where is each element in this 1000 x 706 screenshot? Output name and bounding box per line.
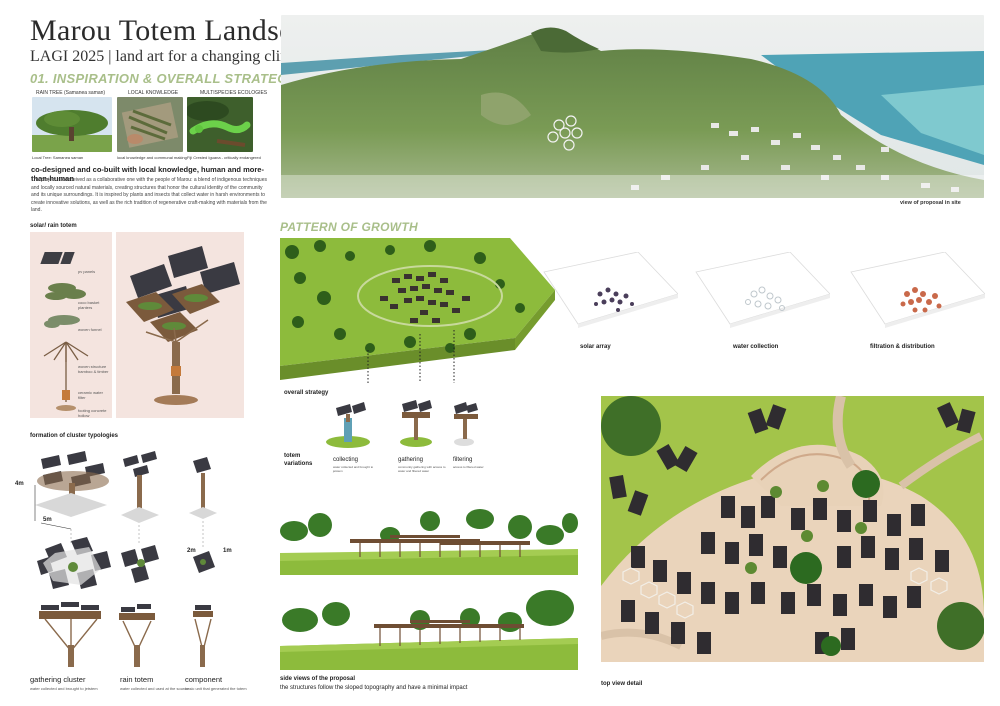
totem-part-6: footing concrete hollow bbox=[78, 408, 107, 418]
dimension-component-width: 2m bbox=[187, 548, 196, 554]
rain-tree-photo bbox=[32, 97, 112, 152]
totem-variations-label: totem variations bbox=[284, 453, 313, 467]
section-title-inspiration: 01. INSPIRATION & OVERALL STRATEGY bbox=[30, 71, 297, 86]
diagram-label-solar: solar array bbox=[580, 344, 611, 350]
page-subtitle: LAGI 2025 | land art for a changing clim… bbox=[30, 48, 312, 65]
site-aerial-photo bbox=[281, 15, 984, 198]
top-view-caption: top view detail bbox=[601, 681, 643, 687]
variation-label-filtering: filtering bbox=[453, 457, 473, 463]
side-view-2 bbox=[280, 590, 578, 670]
dimension-component-height: 1m bbox=[223, 548, 232, 554]
overall-strategy-render bbox=[280, 238, 555, 383]
inspiration-heading: co-designed and co-built with local know… bbox=[31, 165, 264, 183]
site-caption: view of proposal in site bbox=[900, 200, 961, 206]
totem-part-1: pv panels bbox=[78, 269, 96, 274]
inspiration-caption-3: Fiji Crested Iguana - critically endange… bbox=[187, 155, 261, 160]
totem-exploded-diagram: pv panels coco basket planters woven fun… bbox=[30, 232, 112, 418]
dimension-width: 5m bbox=[43, 517, 52, 523]
water-collection-diagram bbox=[690, 252, 830, 334]
filtration-diagram bbox=[845, 252, 985, 334]
cluster-title: formation of cluster typologies bbox=[30, 433, 119, 439]
variation-caption-gathering: community gathering with access to water… bbox=[398, 465, 446, 473]
variation-label-collecting: collecting bbox=[333, 457, 359, 463]
variation-caption-collecting: water collected and brought to jetstem bbox=[333, 465, 374, 473]
variation-caption-filtering: access to filtered water bbox=[453, 465, 484, 469]
inspiration-heading-1: RAIN TREE (Samanea saman) bbox=[36, 90, 106, 96]
variation-label-gathering: gathering bbox=[398, 457, 424, 463]
inspiration-caption-1: Local Tree: Samanea saman bbox=[32, 155, 84, 160]
cluster-label-gathering: gathering cluster bbox=[30, 675, 86, 684]
cluster-caption-component: basic unit that generated the totem bbox=[185, 686, 247, 691]
solar-array-diagram bbox=[538, 252, 678, 334]
cluster-label-rain-totem: rain totem bbox=[120, 675, 154, 684]
cluster-label-component: component bbox=[185, 675, 223, 684]
cluster-typologies-diagram: 4m 5m 2m 1m bbox=[15, 445, 240, 677]
cluster-caption-gathering: water collected and brought to jetstem bbox=[30, 686, 98, 691]
side-view-1 bbox=[280, 505, 578, 575]
local-knowledge-photo bbox=[117, 97, 183, 152]
side-views-caption: the structures follow the sloped topogra… bbox=[280, 685, 468, 691]
totem-part-4: woven structure bamboo & timber bbox=[78, 364, 109, 374]
inspiration-paragraph: The project is conceived as a collaborat… bbox=[31, 177, 267, 213]
cluster-caption-rain-totem: water collected and used at the source bbox=[120, 686, 189, 691]
diagram-label-filtration: filtration & distribution bbox=[870, 344, 935, 350]
pattern-title: PATTERN OF GROWTH bbox=[280, 220, 418, 234]
overall-strategy-label: overall strategy bbox=[284, 390, 329, 396]
side-views-title: side views of the proposal bbox=[280, 676, 356, 682]
inspiration-caption-2: local knowledge and communal making bbox=[117, 155, 187, 160]
top-view-render bbox=[601, 396, 984, 662]
totem-render bbox=[116, 232, 244, 418]
totem-part-2: coco basket planters bbox=[78, 300, 100, 310]
totem-title: solar/ rain totem bbox=[30, 223, 77, 229]
totem-variations-render bbox=[322, 398, 482, 454]
totem-part-3: woven funnel bbox=[78, 327, 102, 332]
dimension-height: 4m bbox=[15, 481, 24, 487]
iguana-photo bbox=[187, 97, 253, 152]
inspiration-heading-3: MULTISPECIES ECOLOGIES bbox=[200, 90, 268, 96]
inspiration-heading-2: LOCAL KNOWLEDGE bbox=[128, 90, 179, 96]
diagram-label-water: water collection bbox=[733, 344, 779, 350]
totem-part-5: ceramic water filter bbox=[78, 390, 103, 400]
